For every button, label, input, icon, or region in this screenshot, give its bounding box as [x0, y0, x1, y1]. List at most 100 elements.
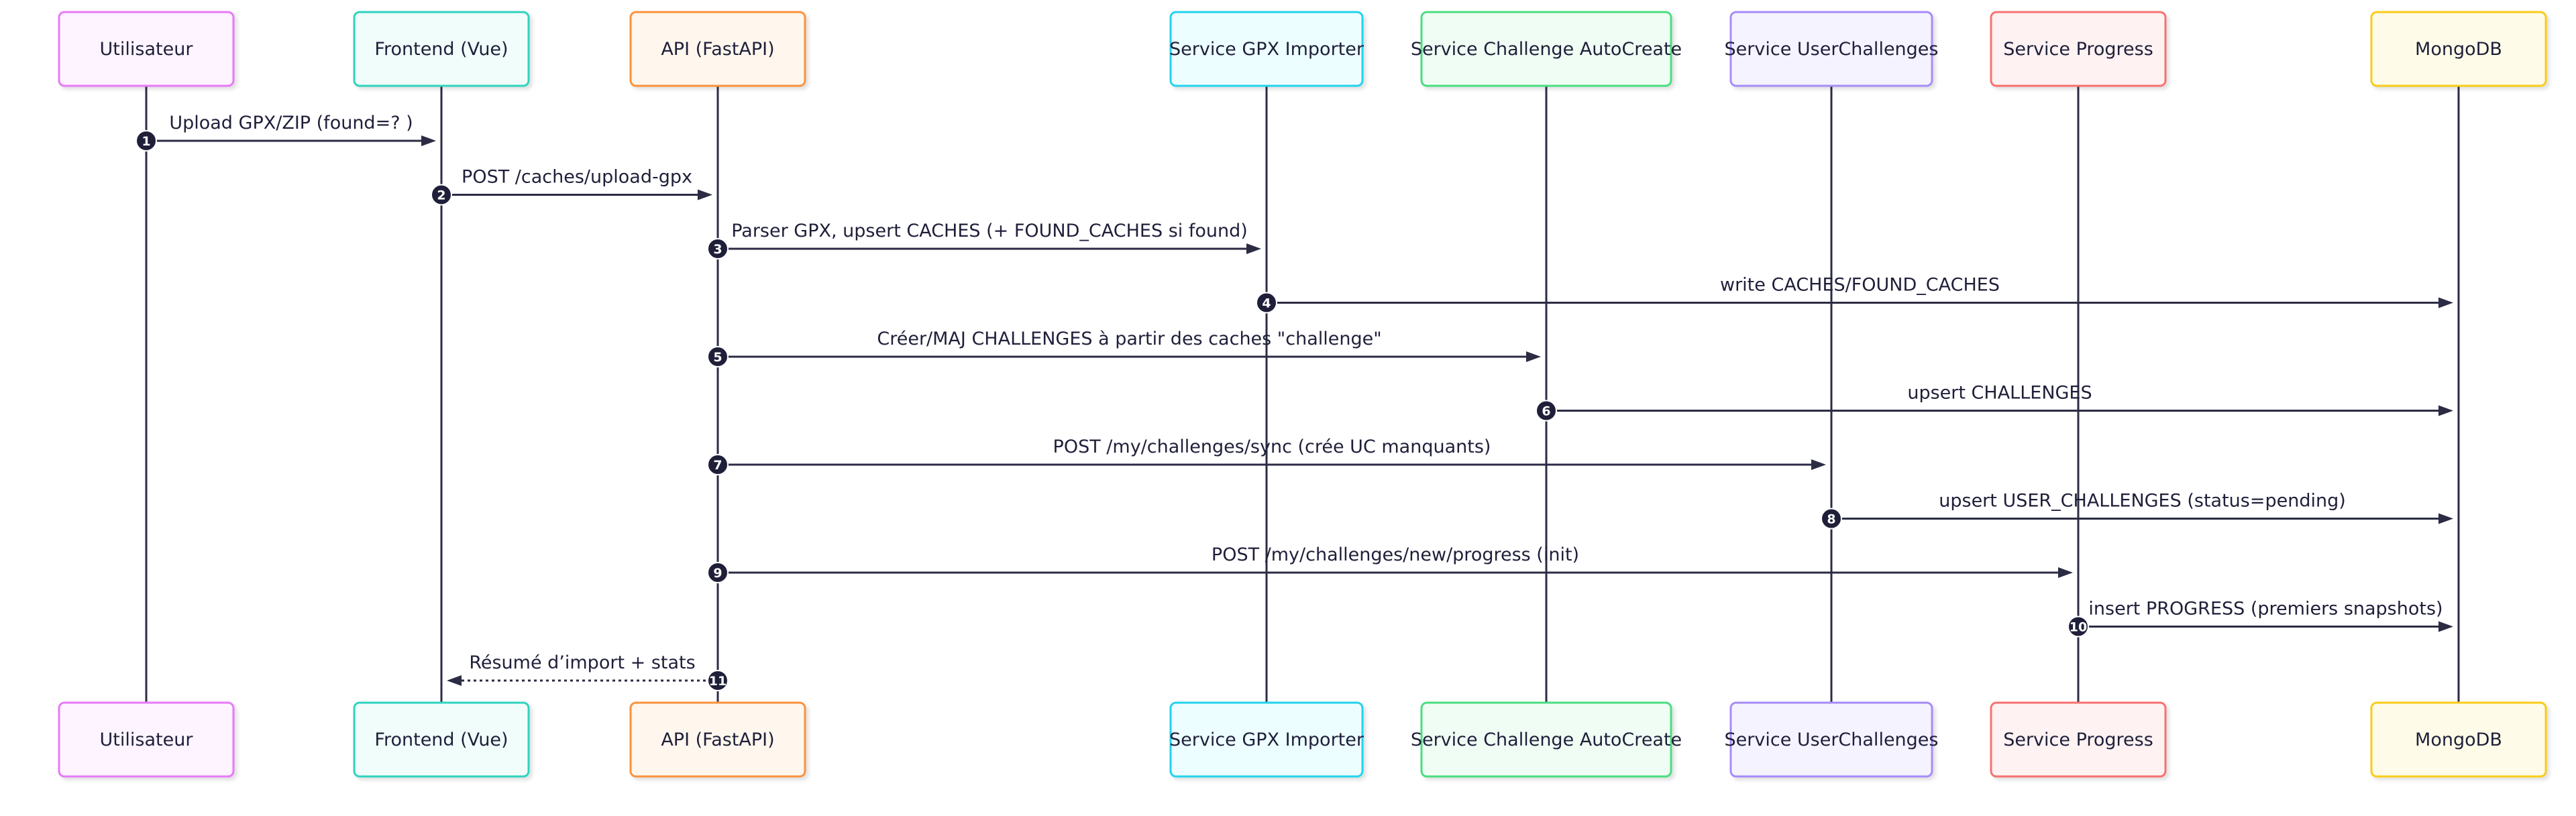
- step-badge: 2: [431, 184, 452, 206]
- step-number: 7: [713, 458, 722, 473]
- message-10: insert PROGRESS (premiers snapshots)10: [2068, 599, 2453, 638]
- step-badge-circle: [1256, 292, 1277, 314]
- step-badge-circle: [136, 130, 157, 152]
- arrowhead-icon: [1246, 243, 1261, 254]
- participant-box: [1729, 11, 1933, 87]
- message-2: POST /caches/upload-gpx 2: [431, 167, 712, 206]
- participant-progress-top: Service Progress: [1990, 11, 2167, 87]
- step-number: 8: [1827, 512, 1835, 527]
- step-number: 10: [2070, 620, 2087, 635]
- participant-box: [58, 701, 235, 778]
- message-4: write CACHES/FOUND_CACHES 4: [1256, 275, 2453, 314]
- message-label: POST /my/challenges/sync (crée UC manqua…: [1053, 436, 1491, 457]
- arrowhead-icon: [2438, 513, 2453, 524]
- participant-label: MongoDB: [2415, 730, 2502, 750]
- step-number: 4: [1262, 296, 1271, 311]
- participant-label: Service Challenge AutoCreate: [1411, 730, 1682, 750]
- participant-box: [2370, 11, 2547, 87]
- participant-api-bottom: API (FastAPI): [629, 701, 806, 778]
- participant-box: [1420, 11, 1672, 87]
- message-8: upsert USER_CHALLENGES (status=pending) 8: [1821, 491, 2453, 530]
- message-label: upsert CHALLENGES: [1907, 383, 2092, 404]
- step-badge: 8: [1821, 508, 1842, 530]
- participant-box: [353, 11, 530, 87]
- participant-userchallenges-top: Service UserChallenges: [1725, 11, 1939, 87]
- participant-box: [1169, 11, 1364, 87]
- participant-label: API (FastAPI): [661, 730, 774, 750]
- step-number: 6: [1542, 404, 1550, 419]
- step-badge-circle: [707, 454, 729, 475]
- participant-api-top: API (FastAPI): [629, 11, 806, 87]
- step-badge-circle: [431, 184, 452, 206]
- participant-label: Service UserChallenges: [1725, 39, 1939, 60]
- message-1: Upload GPX/ZIP (found=? )1: [136, 113, 436, 152]
- participant-label: MongoDB: [2415, 39, 2502, 60]
- participant-mongodb-bottom: MongoDB: [2370, 701, 2547, 778]
- message-label: write CACHES/FOUND_CACHES: [1720, 275, 2000, 296]
- arrowhead-icon: [2438, 297, 2453, 308]
- participant-label: Frontend (Vue): [374, 730, 508, 750]
- participant-label: Service Progress: [2003, 730, 2153, 750]
- participant-user-bottom: Utilisateur: [58, 701, 235, 778]
- participant-label: API (FastAPI): [661, 39, 774, 60]
- step-badge: 5: [707, 346, 729, 367]
- participant-autocreate-bottom: Service Challenge AutoCreate: [1411, 701, 1682, 778]
- participant-box: [353, 701, 530, 778]
- arrowhead-icon: [421, 135, 436, 146]
- participant-user-top: Utilisateur: [58, 11, 235, 87]
- arrowhead-icon: [447, 675, 462, 686]
- participant-label: Utilisateur: [100, 730, 194, 750]
- step-number: 1: [142, 134, 150, 149]
- step-badge: 9: [707, 562, 729, 583]
- participant-box: [58, 11, 235, 87]
- step-badge-circle: [707, 562, 729, 583]
- participant-box: [1990, 11, 2167, 87]
- participant-frontend-bottom: Frontend (Vue): [353, 701, 530, 778]
- participant-label: Service UserChallenges: [1725, 730, 1939, 750]
- step-number: 11: [709, 674, 727, 689]
- step-badge-circle: [707, 670, 729, 691]
- message-9: POST /my/challenges/new/progress (init) 9: [707, 544, 2073, 583]
- participant-box: [2370, 701, 2547, 778]
- arrowhead-icon: [1811, 459, 1826, 470]
- participant-box: [629, 11, 806, 87]
- participant-label: Service GPX Importer: [1169, 39, 1364, 60]
- message-label: POST /my/challenges/new/progress (init): [1212, 544, 1579, 565]
- step-number: 3: [713, 242, 722, 257]
- participant-gpx-bottom: Service GPX Importer: [1169, 701, 1364, 778]
- participant-box: [629, 701, 806, 778]
- message-label: Résumé d’import + stats: [469, 652, 695, 673]
- message-7: POST /my/challenges/sync (crée UC manqua…: [707, 436, 1826, 475]
- step-number: 9: [713, 566, 722, 581]
- arrowhead-icon: [2438, 621, 2453, 632]
- participant-label: Frontend (Vue): [374, 39, 508, 60]
- message-label: Parser GPX, upsert CACHES (+ FOUND_CACHE…: [731, 221, 1248, 241]
- message-label: insert PROGRESS (premiers snapshots): [2088, 599, 2443, 620]
- message-label: POST /caches/upload-gpx: [462, 167, 692, 188]
- step-badge: 6: [1536, 400, 1557, 422]
- participants-top: Utilisateur Frontend (Vue) API (FastAPI) Se…: [58, 11, 2547, 87]
- participant-progress-bottom: Service Progress: [1990, 701, 2167, 778]
- step-badge: 7: [707, 454, 729, 475]
- participant-label: Service Challenge AutoCreate: [1411, 39, 1682, 60]
- participants-bottom: Utilisateur Frontend (Vue) API (FastAPI) Se…: [58, 701, 2547, 778]
- step-badge: 3: [707, 238, 729, 259]
- step-badge-circle: [707, 238, 729, 259]
- step-badge-circle: [1536, 400, 1557, 422]
- participant-autocreate-top: Service Challenge AutoCreate: [1411, 11, 1682, 87]
- participant-frontend-top: Frontend (Vue): [353, 11, 530, 87]
- participant-box: [1990, 701, 2167, 778]
- step-badge-circle: [707, 346, 729, 367]
- arrowhead-icon: [698, 189, 712, 200]
- step-badge-circle: [1821, 508, 1842, 530]
- message-label: Créer/MAJ CHALLENGES à partir des caches…: [877, 329, 1381, 349]
- message-label: upsert USER_CHALLENGES (status=pending): [1939, 491, 2346, 512]
- message-5: Créer/MAJ CHALLENGES à partir des caches…: [707, 329, 1541, 367]
- step-number: 5: [713, 350, 722, 365]
- step-badge: 11: [707, 670, 729, 691]
- participant-label: Utilisateur: [100, 39, 194, 60]
- participant-mongodb-top: MongoDB: [2370, 11, 2547, 87]
- participant-userchallenges-bottom: Service UserChallenges: [1725, 701, 1939, 778]
- step-badge: 4: [1256, 292, 1277, 314]
